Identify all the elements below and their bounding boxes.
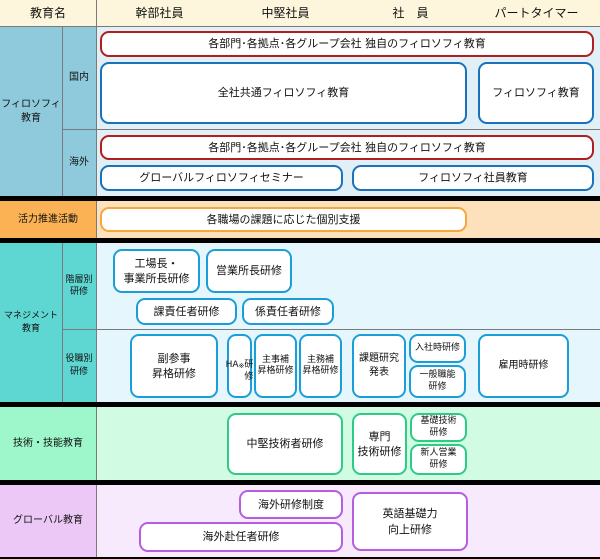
assistant-officer-promotion-box: 主務補 昇格研修 xyxy=(299,334,342,398)
header-part-timers: パートタイマー xyxy=(494,6,579,21)
by-role-training-label: 役職別 研修 xyxy=(65,354,93,377)
grid-line xyxy=(62,243,63,402)
ha-training-box: HA※研修 xyxy=(226,334,253,398)
technical-label: 技術・技能教育 xyxy=(13,437,83,449)
header-executives: 幹部社員 xyxy=(135,6,184,21)
specialized-tech-training-box: 専門 技術研修 xyxy=(352,413,407,475)
subsection-chief-training-box: 係責任者研修 xyxy=(242,298,334,325)
expatriate-training-box: 海外赴任者研修 xyxy=(139,522,343,552)
header-employees: 社 員 xyxy=(392,6,429,21)
hiring-training-box: 雇用時研修 xyxy=(478,334,569,398)
new-hire-training-box: 入社時研修 xyxy=(409,334,466,363)
assistant-manager-promotion-box: 主事補 昇格研修 xyxy=(254,334,297,398)
company-common-philosophy-box: 全社共通フィロソフィ教育 xyxy=(100,62,467,124)
management-divider xyxy=(62,329,600,330)
deputy-counselor-promotion-box: 副参事 昇格研修 xyxy=(130,334,218,398)
grid-line xyxy=(96,0,97,557)
global-label-bg xyxy=(0,485,96,557)
workplace-support-box: 各職場の課題に応じた個別支援 xyxy=(100,207,467,232)
domestic-unique-philosophy-box: 各部門･各拠点･各グループ会社 独自のフィロソフィ教育 xyxy=(100,31,594,57)
basic-tech-training-box: 基礎技術 研修 xyxy=(410,413,467,442)
philosophy-overseas-label: 海外 xyxy=(69,156,89,168)
part-timer-philosophy-box: フィロソフィ教育 xyxy=(478,62,594,124)
philosophy-label-bg xyxy=(0,27,96,196)
new-sales-training-box: 新人営業 研修 xyxy=(410,444,467,475)
bottom-border xyxy=(0,557,600,559)
header-mid-level: 中堅社員 xyxy=(261,6,310,21)
research-presentation-box: 課題研究 発表 xyxy=(352,334,406,398)
plant-office-manager-training-box: 工場長・ 事業所長研修 xyxy=(113,249,200,293)
global-label: グローバル教育 xyxy=(13,515,83,527)
section-separator xyxy=(0,238,600,243)
philosophy-domestic-label: 国内 xyxy=(69,72,89,84)
section-chief-training-box: 課責任者研修 xyxy=(136,298,237,325)
philosophy-employee-education-box: フィロソフィ社員教育 xyxy=(352,165,594,191)
technical-label-bg xyxy=(0,407,96,480)
section-separator xyxy=(0,402,600,407)
header-row xyxy=(0,0,600,27)
philosophy-divider xyxy=(62,129,600,130)
sales-office-manager-training-box: 営業所長研修 xyxy=(206,249,292,293)
mid-level-engineer-training-box: 中堅技術者研修 xyxy=(227,413,343,475)
overseas-training-system-box: 海外研修制度 xyxy=(239,490,343,519)
general-skills-training-box: 一般職能 研修 xyxy=(409,365,466,398)
management-label: マネジメント 教育 xyxy=(3,311,58,334)
management-label-bg xyxy=(0,243,96,402)
header-education-name: 教育名 xyxy=(29,6,66,21)
vitality-label: 活力推進活動 xyxy=(18,213,78,225)
philosophy-label: フィロソフィ 教育 xyxy=(1,99,61,124)
section-separator xyxy=(0,196,600,201)
by-level-training-label: 階層別 研修 xyxy=(65,274,93,297)
global-philosophy-seminar-box: グローバルフィロソフィセミナー xyxy=(100,165,343,191)
technical-area xyxy=(96,407,600,480)
vitality-label-bg xyxy=(0,201,96,238)
section-separator xyxy=(0,480,600,485)
overseas-unique-philosophy-box: 各部門･各拠点･各グループ会社 独自のフィロソフィ教育 xyxy=(100,135,594,160)
english-basics-training-box: 英語基礎力 向上研修 xyxy=(352,492,468,551)
grid-line xyxy=(62,27,63,196)
